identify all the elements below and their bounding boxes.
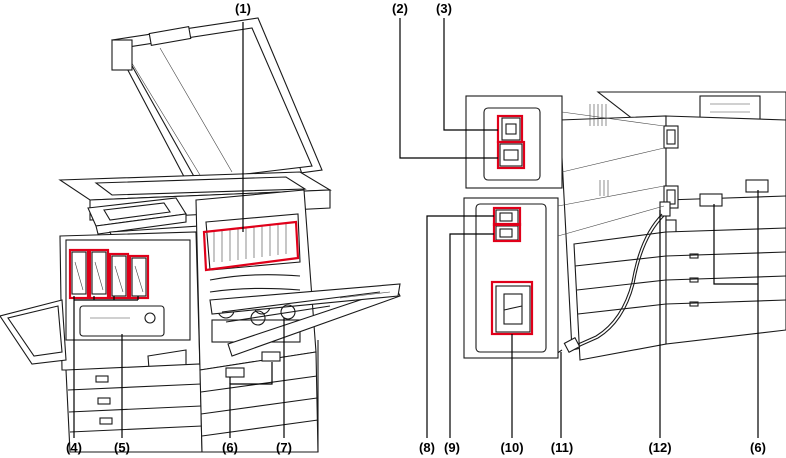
callout-11: (11) <box>551 440 573 455</box>
machine-rear-view <box>463 91 786 361</box>
callout-1: (1) <box>235 1 251 16</box>
usb-lan-port-panel-mini <box>663 125 679 149</box>
callout-8: (8) <box>419 440 435 455</box>
inset-line-power <box>463 185 665 359</box>
power-inlet-mini <box>659 201 671 217</box>
callout-9: (9) <box>444 440 460 455</box>
callout-12: (12) <box>648 440 671 455</box>
callout-5: (5) <box>114 440 130 455</box>
fusing-unit-ribs <box>213 223 287 262</box>
handle-icon <box>699 193 723 207</box>
callout-labels: (1) (2) (3) (4) (5) (6) (7) (8) (9) (10)… <box>66 1 766 455</box>
vent-grille <box>589 104 609 196</box>
inset-usb-lan <box>465 95 665 189</box>
callout-3: (3) <box>436 1 452 16</box>
callout-10: (10) <box>500 440 523 455</box>
power-plug-icon <box>563 337 581 353</box>
callout-4: (4) <box>66 440 82 455</box>
power-switch-icon <box>495 285 531 333</box>
handle-icon <box>745 179 769 193</box>
toner-cartridges <box>71 251 147 297</box>
machine-front-view <box>0 17 401 453</box>
callout-6-left: (6) <box>222 440 238 455</box>
callout-7: (7) <box>276 440 292 455</box>
callout-2: (2) <box>392 1 408 16</box>
callout-6-right: (6) <box>750 440 766 455</box>
leader-lines <box>73 18 759 438</box>
